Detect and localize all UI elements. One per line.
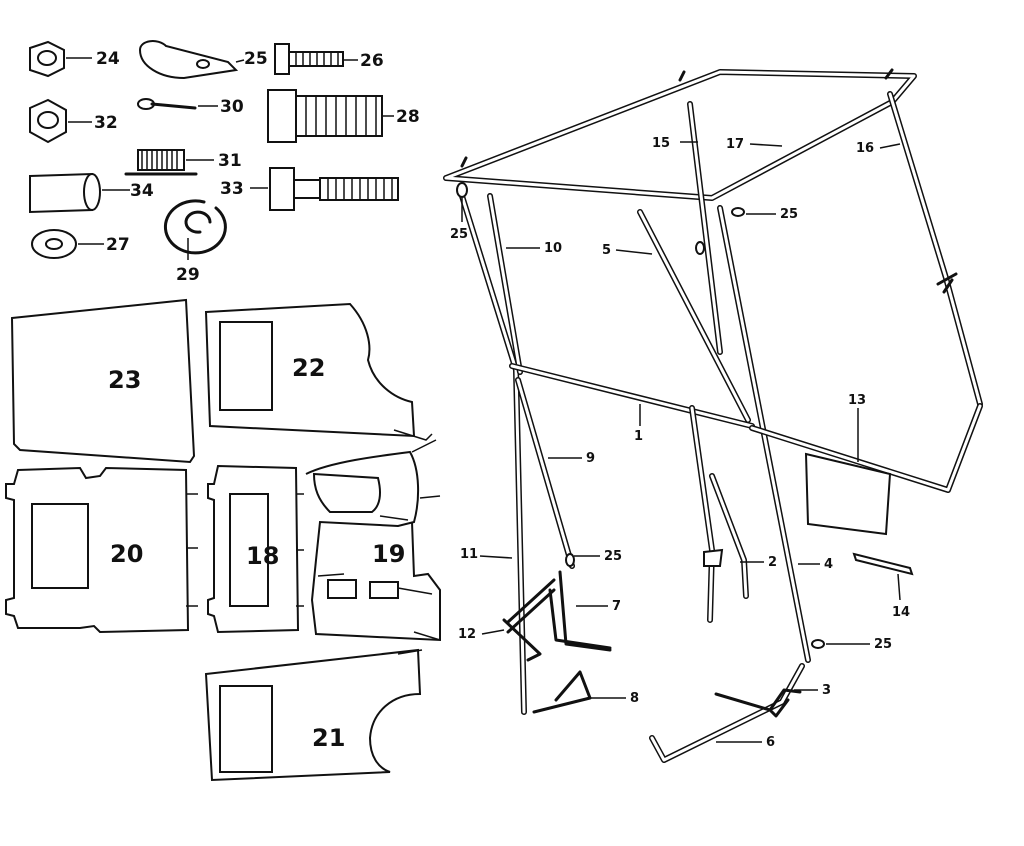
- lock-washer-29: [163, 199, 227, 255]
- callout-25-upper-right: 25: [780, 207, 798, 222]
- callout-10: 10: [544, 241, 562, 256]
- panel-18: 18: [207, 464, 304, 634]
- cab-frame: [443, 68, 983, 763]
- nut-24: [29, 40, 65, 78]
- callout-25: 25: [244, 49, 268, 69]
- bolt-26: [274, 43, 344, 75]
- panel-label-22: 22: [292, 354, 325, 382]
- callout-15: 15: [652, 136, 670, 151]
- callout-25-mid: 25: [604, 549, 622, 564]
- nut-32: [29, 98, 67, 144]
- panel-20: 20: [5, 466, 198, 634]
- callout-25-lower-right: 25: [874, 637, 892, 652]
- bolt-28: [267, 89, 383, 143]
- panel-label-21: 21: [312, 724, 345, 752]
- callout-4: 4: [824, 557, 833, 572]
- callout-27: 27: [106, 235, 130, 255]
- callout-30: 30: [220, 97, 244, 117]
- callout-11: 11: [460, 547, 478, 562]
- panel-23: 23: [10, 298, 196, 464]
- callout-7: 7: [612, 599, 621, 614]
- callout-8: 8: [630, 691, 639, 706]
- panel-label-20: 20: [110, 540, 143, 568]
- panel-label-18: 18: [246, 542, 279, 570]
- callout-24: 24: [96, 49, 120, 69]
- panel-label-23: 23: [108, 366, 141, 394]
- callout-1: 1: [634, 429, 643, 444]
- callout-5: 5: [602, 243, 611, 258]
- callout-33: 33: [220, 179, 244, 199]
- callout-9: 9: [586, 451, 595, 466]
- callout-6: 6: [766, 735, 775, 750]
- callout-17: 17: [726, 137, 744, 152]
- callout-34: 34: [130, 181, 154, 201]
- panel-21: 21: [204, 648, 423, 782]
- callout-16: 16: [856, 141, 874, 156]
- callout-14: 14: [892, 605, 910, 620]
- panel-label-19: 19: [372, 540, 405, 568]
- callout-31: 31: [218, 151, 242, 171]
- callout-28: 28: [396, 107, 420, 127]
- callout-13: 13: [848, 393, 866, 408]
- callout-26: 26: [360, 51, 384, 71]
- spring-31: [124, 149, 198, 176]
- callout-29: 29: [176, 265, 200, 285]
- callout-2: 2: [768, 555, 777, 570]
- bolt-33: [269, 167, 399, 211]
- panel-19: 19: [305, 439, 441, 642]
- clip-25: [138, 40, 239, 80]
- callout-25-upper-left: 25: [450, 227, 468, 242]
- callout-3: 3: [822, 683, 831, 698]
- callout-32: 32: [94, 113, 118, 133]
- panel-22: 22: [204, 302, 433, 441]
- cotter-pin-30: [137, 98, 197, 110]
- callout-12: 12: [458, 627, 476, 642]
- washer-27: [31, 229, 77, 259]
- bushing-34: [29, 172, 101, 214]
